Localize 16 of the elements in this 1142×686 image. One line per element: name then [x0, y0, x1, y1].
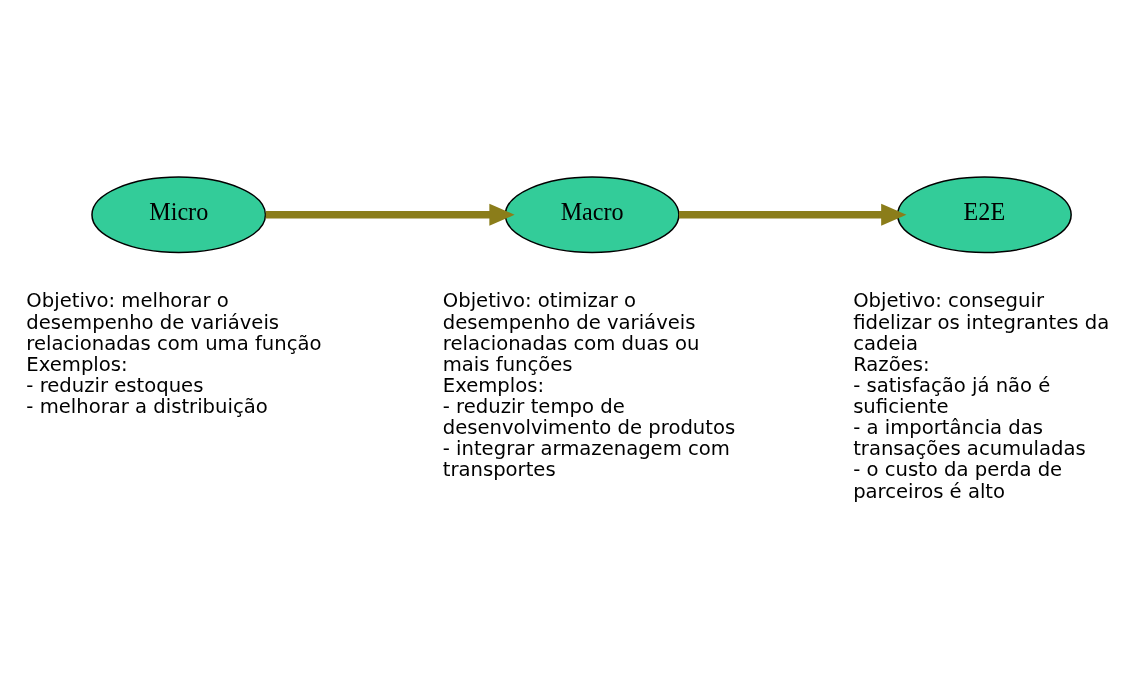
node-ellipse: Macro	[504, 176, 680, 254]
node-ellipse: Micro	[91, 176, 267, 254]
node-label: Objetivo: otimizar o desempenho de variáveis relacionadas com duas ou mais funções	[442, 289, 700, 376]
node-label: - o custo da perda de parceiros é alto	[853, 458, 1063, 503]
node-label: Exemplos:	[26, 352, 128, 376]
node-label: - reduzir tempo de desenvolvimento de produtos	[442, 395, 736, 440]
node-label: - satisfação já não é suficiente	[853, 373, 1051, 419]
arrow	[679, 203, 907, 226]
node-label: Objetivo: melhorar o desempenho de variáveis relacionadas com uma função	[26, 289, 322, 355]
node-label: - melhorar a distribuição	[26, 395, 268, 419]
node-label: - integrar armazenagem com transportes	[442, 437, 730, 482]
arrow	[265, 203, 515, 226]
node-label: Objetivo: conseguir fidelizar os integrantes da cadeia	[853, 289, 1110, 355]
node-label: - a importância das transações acumuladas	[853, 416, 1086, 461]
node-label: Razões:	[853, 352, 930, 376]
node-ellipse: E2E	[896, 176, 1072, 254]
